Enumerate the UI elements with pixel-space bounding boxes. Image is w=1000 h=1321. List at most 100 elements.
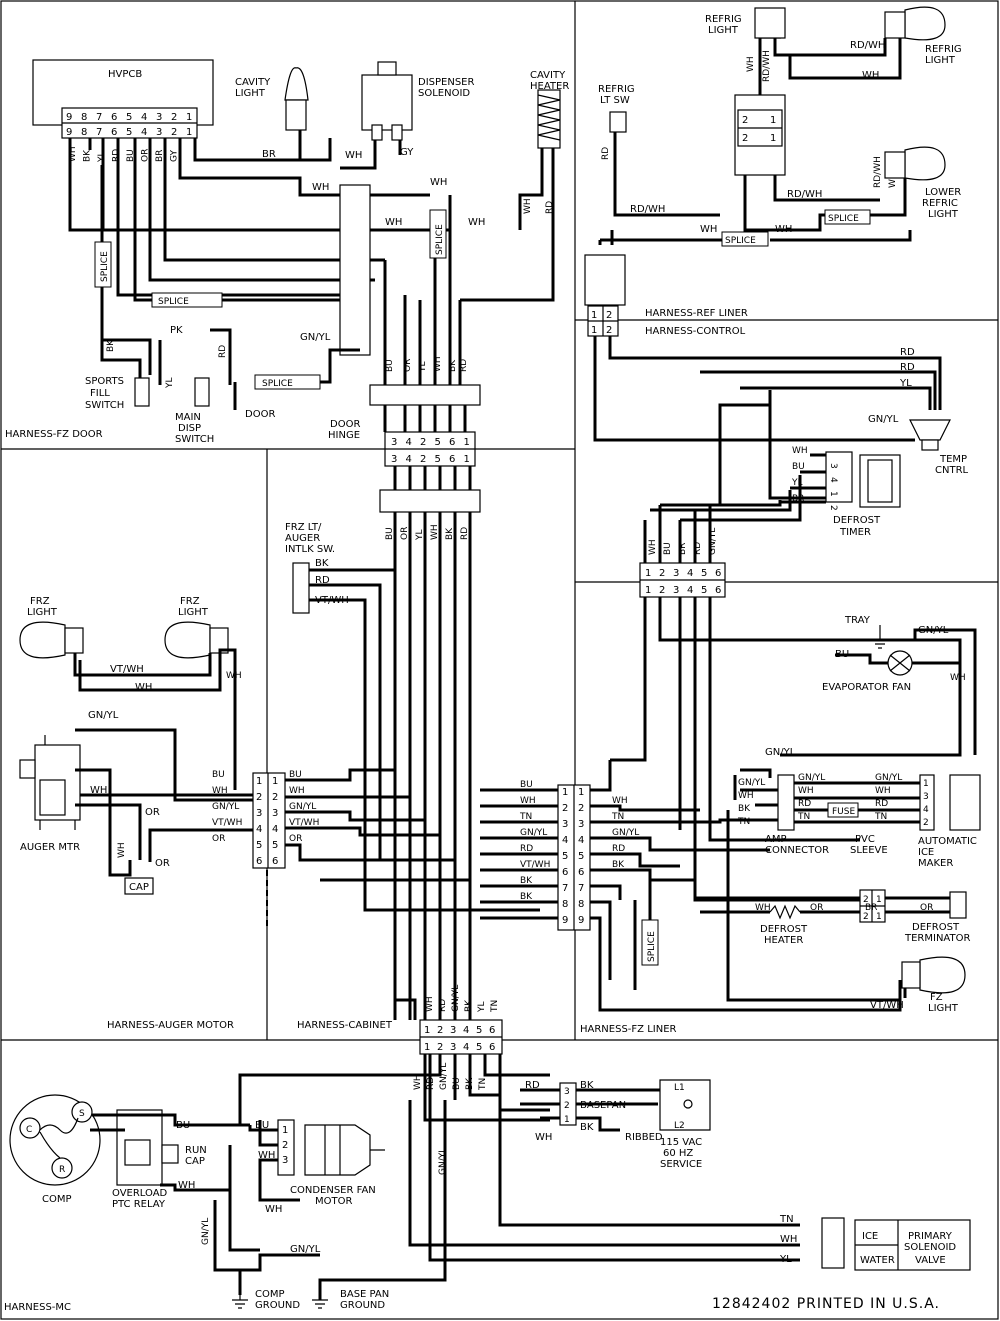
svg-text:PRIMARY: PRIMARY	[908, 1231, 953, 1242]
svg-text:2: 2	[742, 115, 748, 126]
svg-text:YL: YL	[899, 378, 912, 389]
svg-text:2: 2	[606, 325, 612, 336]
fuse	[827, 802, 859, 818]
auger-left-wires-label: OR	[212, 834, 225, 844]
fzliner-pins-label: 2	[659, 585, 665, 596]
auger-pins-label: 4	[256, 824, 262, 835]
auger-pins-label: 4	[272, 824, 278, 835]
cond-pins-label: 3	[282, 1155, 288, 1166]
timer-wires-label: BU	[792, 462, 805, 472]
hinge-pins-label: 2	[420, 437, 426, 448]
hvpcb-pins-top-label: 3	[156, 112, 162, 123]
svg-text:HINGE: HINGE	[328, 430, 360, 441]
hvpcb-wire-labels-label: OR	[141, 149, 151, 162]
svg-text:FRZ LT/: FRZ LT/	[285, 522, 322, 533]
svg-text:GN/YL: GN/YL	[300, 332, 331, 343]
svg-text:FUSE: FUSE	[832, 807, 855, 817]
svg-text:RD: RD	[525, 1080, 540, 1091]
defrost-timer-connector	[825, 451, 853, 503]
svg-text:SLEEVE: SLEEVE	[850, 845, 888, 856]
svg-text:MAIN: MAIN	[175, 412, 201, 423]
wire-wh-4: WH	[468, 217, 485, 228]
timer-pins-label: 2	[828, 505, 838, 511]
mc-pins-label: 6	[489, 1025, 495, 1036]
hvpcb-pins-bot-label: 1	[186, 127, 192, 138]
cab-pins-label: 7	[562, 883, 568, 894]
run-cap	[161, 1144, 179, 1164]
fzliner-pins-label: 1	[645, 585, 651, 596]
svg-text:CONDENSER FAN: CONDENSER FAN	[290, 1185, 376, 1196]
svg-text:CAP: CAP	[185, 1156, 205, 1167]
hinge-pins-label: 3	[391, 437, 397, 448]
cab-pins-label: 4	[562, 835, 568, 846]
timer-pins-label: 3	[828, 463, 838, 469]
fzliner-pins-label: 4	[687, 585, 693, 596]
cab-right-wires-label: BK	[612, 860, 625, 870]
fzliner-top-wire-labels-label: GN/YL	[708, 528, 718, 555]
pvc-wires-label: GN/YL	[875, 773, 902, 783]
hvpcb-pins-top-label: 5	[126, 112, 132, 123]
hvpcb-pins-bot-label: 2	[171, 127, 177, 138]
svg-text:LOWER: LOWER	[925, 187, 961, 198]
svg-text:REFRIC: REFRIC	[922, 198, 958, 209]
fzliner-pins-label: 6	[715, 585, 721, 596]
svg-text:EVAPORATOR FAN: EVAPORATOR FAN	[822, 682, 911, 693]
svg-text:RD/WH: RD/WH	[787, 189, 822, 200]
hvpcb-pins-top-label: 6	[111, 112, 117, 123]
hvpcb-wire-labels-label: BR	[155, 150, 165, 162]
svg-text:FRZ: FRZ	[180, 596, 200, 607]
mc-pins-label: 2	[437, 1042, 443, 1053]
condenser-fan-connector	[277, 1119, 295, 1176]
cab-right-wires-label: WH	[612, 796, 628, 806]
hinge-pins-label: 5	[435, 437, 441, 448]
cavity-light-bulb	[284, 67, 309, 101]
section-ref-liner: HARNESS-REF LINER	[645, 308, 748, 319]
fzliner-pins-label: 6	[715, 568, 721, 579]
basepan-pins: 321	[564, 1087, 570, 1125]
svg-text:RD/WH: RD/WH	[630, 204, 665, 215]
auger-right-wires-label: OR	[289, 834, 302, 844]
hinge-grommet-top	[369, 384, 481, 406]
cab-pins-label: 2	[578, 803, 584, 814]
cab-pins-label: 9	[562, 915, 568, 926]
svg-text:INTLK SW.: INTLK SW.	[285, 544, 335, 555]
auger-right-wires-label: GN/YL	[289, 802, 316, 812]
svg-text:RD: RD	[459, 359, 469, 372]
mc-wires-above-label: BK	[464, 999, 474, 1012]
wire-wh-solenoid: WH	[345, 150, 362, 161]
cab-pins-label: 8	[578, 899, 584, 910]
auger-pins-label: 5	[256, 840, 262, 851]
fzliner-top-wire-labels-label: WH	[648, 539, 658, 555]
mc-pins-label: 5	[476, 1042, 482, 1053]
splice-vertical-hvpcb	[429, 209, 447, 259]
svg-text:WH: WH	[775, 224, 792, 235]
svg-text:S: S	[79, 1109, 85, 1119]
svg-text:COMP: COMP	[255, 1289, 285, 1300]
auger-pins-label: 1	[272, 776, 278, 787]
svg-text:SPLICE: SPLICE	[100, 251, 110, 282]
solenoid-terminal-block	[821, 1217, 845, 1269]
mc-pins-label: 3	[450, 1025, 456, 1036]
icemaker-pins-label: 3	[923, 792, 929, 802]
hinge-pins-label: 1	[464, 454, 470, 465]
defrost-pins-label: 2	[863, 912, 869, 922]
svg-text:WH: WH	[780, 1234, 797, 1245]
fzliner-pins-label: 1	[645, 568, 651, 579]
cab-right-wires-label: TN	[611, 812, 624, 822]
amp-connector	[777, 774, 795, 831]
svg-text:DEFROST: DEFROST	[760, 924, 808, 935]
svg-text:1: 1	[591, 325, 597, 336]
amp-left-wires-label: TN	[737, 817, 750, 827]
svg-text:FILL: FILL	[90, 388, 110, 399]
svg-text:C: C	[26, 1125, 32, 1135]
svg-text:GN/YL: GN/YL	[868, 414, 899, 425]
svg-text:MOTOR: MOTOR	[315, 1196, 352, 1207]
hvpcb-pins-top-label: 7	[96, 112, 102, 123]
svg-text:SOLENOID: SOLENOID	[904, 1242, 956, 1253]
svg-text:GN/YL: GN/YL	[88, 710, 119, 721]
svg-text:AMP: AMP	[765, 834, 787, 845]
